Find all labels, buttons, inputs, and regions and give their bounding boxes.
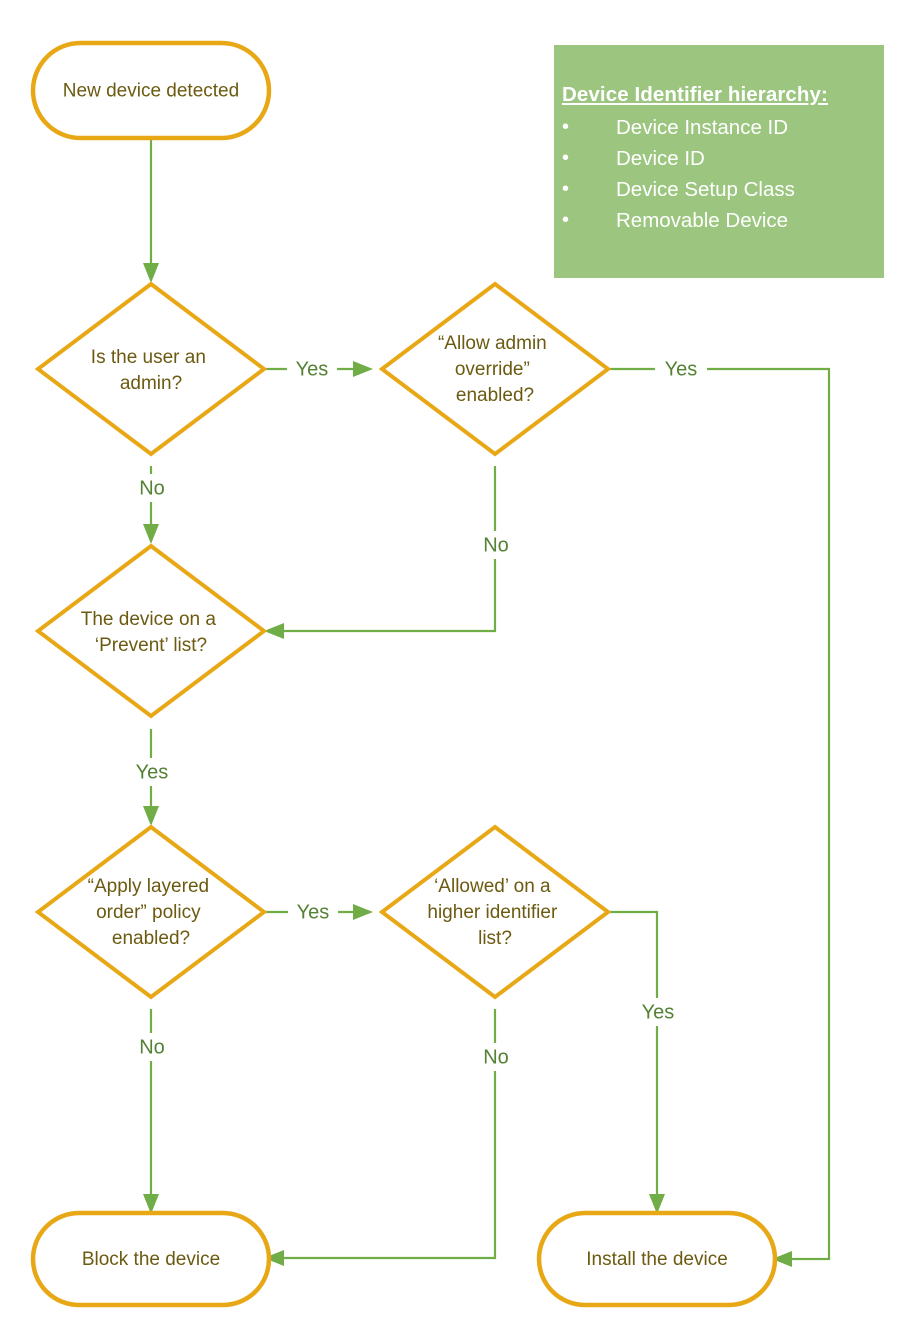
node-override-line-1: “Allow admin — [438, 333, 547, 354]
node-device-on-prevent-list[interactable]: The device on a ‘Prevent’ list? — [34, 543, 268, 719]
svg-text:Install the device: Install the device — [586, 1249, 728, 1270]
node-allowed-line-2: higher identifier — [427, 902, 558, 923]
legend-item-label: Device Setup Class — [616, 178, 795, 201]
node-prevent-line-2: ‘Prevent’ list? — [95, 635, 207, 656]
edge-label-layered-no: No — [139, 1036, 165, 1058]
edge-label-override-no: No — [483, 534, 509, 556]
svg-text:Block the device: Block the device — [82, 1249, 220, 1270]
legend-title: Device Identifier hierarchy: — [562, 83, 828, 106]
node-allowed-higher-identifier[interactable]: ‘Allowed’ on a higher identifier list? — [378, 824, 612, 1000]
edge-label-allowed-no: No — [483, 1046, 509, 1068]
node-layered-line-2: order” policy — [96, 902, 201, 923]
edge-start-to-admin — [143, 140, 159, 283]
legend-item-label: Device Instance ID — [616, 116, 789, 139]
legend-list-item: • Device Setup Class — [554, 174, 884, 205]
node-override-line-3: enabled? — [456, 385, 534, 406]
edge-layered-to-block: No — [129, 1009, 175, 1214]
svg-text:The device on a ‘Preve: The device on a ‘Prevent’ list? — [81, 609, 221, 656]
svg-text:“Apply layered order”: “Apply layered order” policy enabled? — [88, 876, 215, 949]
svg-text:New device detected: New device detected — [63, 81, 239, 102]
svg-text:“Allow admin override”: “Allow admin override” enabled? — [438, 333, 552, 406]
node-block-the-device[interactable]: Block the device — [30, 1210, 272, 1308]
edge-prevent-to-layered: Yes — [128, 729, 176, 826]
node-allowed-line-1: ‘Allowed’ on a — [434, 876, 551, 897]
legend-list-item: • Device Instance ID — [554, 112, 884, 143]
edge-label-allowed-yes: Yes — [642, 1001, 675, 1023]
edge-label-layered-yes: Yes — [297, 901, 330, 923]
legend-item-label: Removable Device — [616, 209, 789, 232]
edge-label-admin-yes: Yes — [296, 358, 329, 380]
svg-text:‘Allowed’ on a higher: ‘Allowed’ on a higher identifier list? — [427, 876, 562, 949]
node-apply-layered-order[interactable]: “Apply layered order” policy enabled? — [34, 824, 268, 1000]
node-new-device-detected[interactable]: New device detected — [30, 40, 272, 141]
node-block-line-1: Block the device — [82, 1249, 220, 1270]
node-start-line-1: New device detected — [63, 81, 239, 102]
node-prevent-line-1: The device on a — [81, 609, 217, 630]
bullet-icon: • — [562, 178, 570, 200]
edge-allowed-to-block: No — [264, 1009, 519, 1266]
edge-label-prevent-yes: Yes — [136, 761, 169, 783]
bullet-icon: • — [562, 147, 570, 169]
device-identifier-hierarchy-legend: Device Identifier hierarchy: • Device In… — [554, 45, 884, 278]
legend-item-label: Device ID — [616, 147, 705, 170]
edge-label-override-yes: Yes — [665, 358, 698, 380]
edge-allowed-to-install: Yes — [608, 910, 682, 1214]
node-override-line-2: override” — [455, 359, 530, 380]
bullet-icon: • — [562, 209, 570, 231]
node-is-user-admin[interactable]: Is the user an admin? — [34, 281, 268, 457]
edge-override-to-prevent: No — [264, 466, 519, 639]
edge-admin-to-override: Yes — [264, 355, 373, 383]
node-install-the-device[interactable]: Install the device — [536, 1210, 778, 1308]
edge-override-to-install: Yes — [608, 355, 831, 1267]
edge-label-admin-no: No — [139, 477, 165, 499]
edge-admin-to-prevent: No — [130, 466, 174, 544]
node-layered-line-3: enabled? — [112, 928, 190, 949]
edge-layered-to-allowed: Yes — [264, 898, 373, 926]
node-admin-line-1: Is the user an — [91, 347, 206, 368]
node-layered-line-1: “Apply layered — [88, 876, 209, 897]
legend-list-item: • Device ID — [554, 143, 884, 174]
legend-item-list: • Device Instance ID • Device ID • Devic… — [554, 112, 884, 236]
svg-text:Is the user an admin?: Is the user an admin? — [91, 347, 211, 394]
node-install-line-1: Install the device — [586, 1249, 728, 1270]
node-admin-line-2: admin? — [120, 373, 182, 394]
node-allowed-line-3: list? — [478, 928, 512, 949]
legend-list-item: • Removable Device — [554, 205, 884, 236]
node-allow-admin-override[interactable]: “Allow admin override” enabled? — [378, 281, 612, 457]
bullet-icon: • — [562, 116, 570, 138]
